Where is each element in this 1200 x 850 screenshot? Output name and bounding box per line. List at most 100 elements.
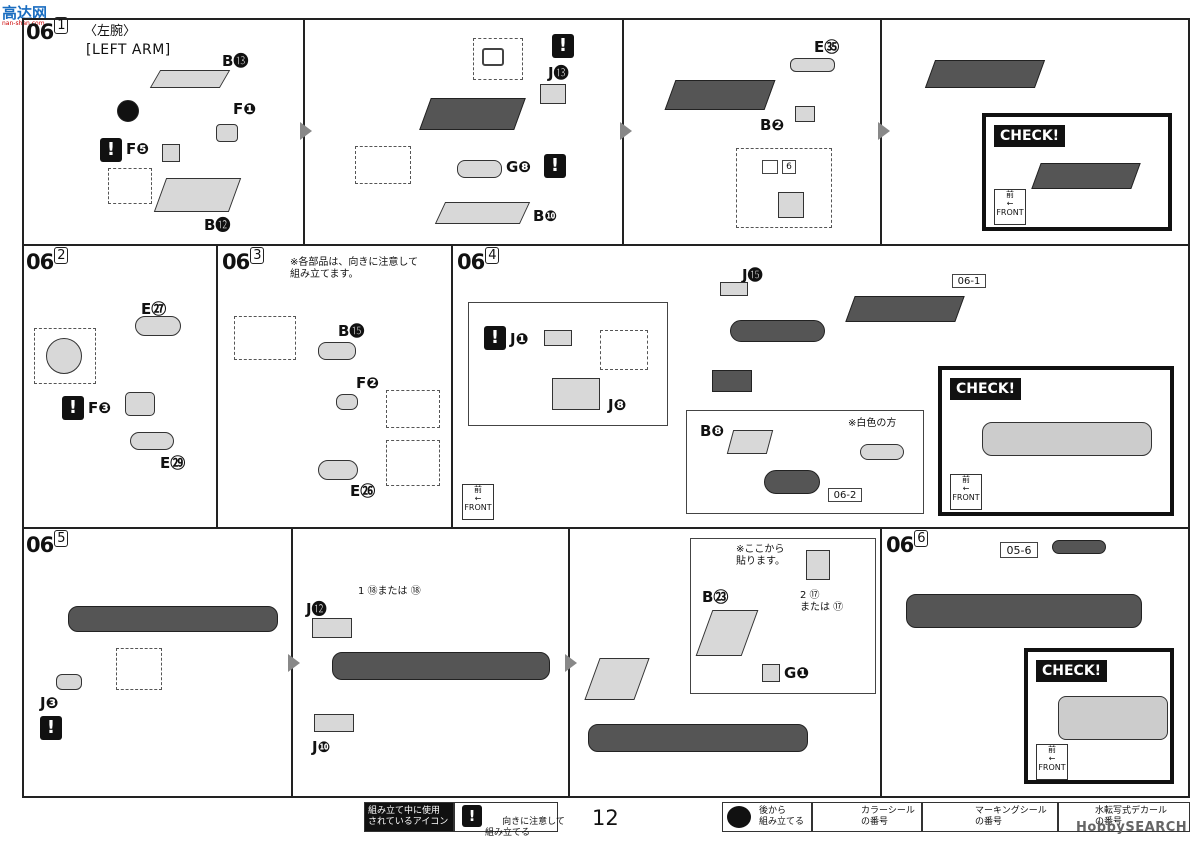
label-e29: E㉙ bbox=[160, 454, 186, 472]
arm-frame bbox=[664, 80, 776, 110]
caution-icon: ! bbox=[552, 34, 574, 58]
detail-box-g8 bbox=[355, 146, 411, 184]
part-b10 bbox=[434, 202, 531, 224]
arm-assembled bbox=[924, 60, 1046, 88]
label-e35: E㉟ bbox=[814, 38, 840, 56]
part-g1 bbox=[762, 664, 780, 682]
left-arm-title-en: [LEFT ARM] bbox=[86, 42, 171, 58]
label-j15: J⓯ bbox=[742, 266, 763, 284]
step-arrow bbox=[565, 654, 577, 672]
arm-frame bbox=[419, 98, 526, 130]
part-seal-67 bbox=[806, 550, 830, 580]
arm-assembled bbox=[906, 594, 1142, 628]
label-j3: J❸ bbox=[40, 694, 59, 712]
arm-check-view bbox=[1031, 163, 1141, 189]
marking-seal-68: 1 ⑱または ⑱ bbox=[358, 586, 421, 597]
label-j12: J⓬ bbox=[306, 600, 327, 618]
arm-check-view bbox=[1058, 696, 1168, 740]
step-arrow bbox=[288, 654, 300, 672]
page-number: 12 bbox=[592, 806, 619, 830]
part-j15 bbox=[720, 282, 748, 296]
part-f2 bbox=[336, 394, 358, 410]
step-06-2-panel bbox=[22, 246, 218, 529]
check-panel-06-6: CHECK! 前←FRONT bbox=[1024, 648, 1174, 784]
detail-box-b15 bbox=[234, 316, 296, 360]
step-06-4-panel bbox=[453, 246, 1190, 529]
caution-icon: ! bbox=[62, 396, 84, 420]
label-f2: F❷ bbox=[356, 374, 379, 392]
apply-from-here-note: ※ここから 貼ります。 bbox=[736, 544, 785, 567]
ref-06-1: 06-1 bbox=[952, 274, 986, 288]
hobbysearch-watermark: HobbySEARCH bbox=[1076, 820, 1188, 835]
part-g8 bbox=[457, 160, 502, 178]
arm-assembled bbox=[68, 606, 278, 632]
label-j13: J⓭ bbox=[548, 64, 569, 82]
part-e26 bbox=[318, 460, 358, 480]
check-label: CHECK! bbox=[994, 125, 1066, 147]
white-side-note: ※白色の方 bbox=[848, 418, 897, 429]
detail-box-b8 bbox=[686, 410, 924, 514]
step-06-1-panel-d bbox=[882, 18, 1190, 246]
check-label: CHECK! bbox=[950, 378, 1022, 400]
check-label: CHECK! bbox=[1036, 660, 1108, 682]
arm-assembled bbox=[332, 652, 550, 680]
step-06-5-panel-c bbox=[570, 529, 882, 798]
part-j10 bbox=[314, 714, 354, 732]
step-06-3-panel bbox=[218, 246, 453, 529]
label-b12: B⓬ bbox=[204, 216, 231, 234]
legend-back-assembly: 後から 組み立てる bbox=[722, 802, 812, 832]
label-b15: B⓯ bbox=[338, 322, 365, 340]
detail-box-j3 bbox=[116, 648, 162, 690]
arm-frame bbox=[845, 296, 965, 322]
check-panel-06-1: CHECK! 前←FRONT bbox=[982, 113, 1172, 231]
step-arrow bbox=[300, 122, 312, 140]
part-shoulder bbox=[764, 470, 820, 494]
label-g8: G❽ bbox=[506, 158, 532, 176]
footer-legend: 組み立て中に使用 されているアイコン 向きに注意して 組み立てる ! 12 後か… bbox=[0, 800, 1200, 839]
part-j13-detail bbox=[482, 48, 504, 66]
front-indicator: 前←FRONT bbox=[462, 484, 494, 520]
back-assembly-icon bbox=[727, 806, 751, 828]
label-j8: J❽ bbox=[608, 396, 627, 414]
seal-number-box: 6 bbox=[782, 160, 796, 174]
part-armor bbox=[1052, 540, 1106, 554]
caution-icon: ! bbox=[484, 326, 506, 350]
part-white-joint bbox=[860, 444, 904, 460]
marking-seal-67: 2 ⑰ または ⑰ bbox=[800, 590, 844, 613]
detail-box-e27 bbox=[34, 328, 96, 384]
part-f5 bbox=[162, 144, 180, 162]
legend-title: 組み立て中に使用 されているアイコン bbox=[364, 802, 454, 832]
label-b10: B❿ bbox=[533, 207, 558, 225]
label-e26: E㉖ bbox=[350, 482, 376, 500]
check-panel-06-4: CHECK! 前←FRONT bbox=[938, 366, 1174, 516]
part-j13 bbox=[540, 84, 566, 104]
arm-joint bbox=[730, 320, 825, 342]
left-arm-title-jp: 〈左腕〉 bbox=[84, 24, 137, 39]
detail-box-seal-6 bbox=[736, 148, 832, 228]
part-b12 bbox=[153, 178, 242, 212]
watermark-site: 高达网 bbox=[2, 4, 48, 22]
legend-water-decal: 水転写式デカール の番号 bbox=[1058, 802, 1190, 832]
part-j12 bbox=[312, 618, 352, 638]
detail-box-b23 bbox=[690, 538, 876, 694]
front-indicator: 前←FRONT bbox=[950, 474, 982, 510]
caution-icon: ! bbox=[100, 138, 122, 162]
caution-icon: ! bbox=[544, 154, 566, 178]
part-j-assembled bbox=[712, 370, 752, 392]
part-j3 bbox=[56, 674, 82, 690]
part-b2 bbox=[795, 106, 815, 122]
orientation-note: ※各部品は、向きに注意して 組み立てます。 bbox=[290, 257, 419, 280]
label-b23: B㉓ bbox=[702, 588, 729, 606]
detail-box-f2 bbox=[386, 390, 440, 428]
detail-box-f5 bbox=[108, 168, 152, 204]
label-f3: F❸ bbox=[88, 399, 111, 417]
step-arrow bbox=[620, 122, 632, 140]
front-indicator: 前←FRONT bbox=[994, 189, 1026, 225]
back-assembly-icon bbox=[117, 100, 139, 122]
label-f1: F❶ bbox=[233, 100, 256, 118]
front-indicator: 前←FRONT bbox=[1036, 744, 1068, 780]
